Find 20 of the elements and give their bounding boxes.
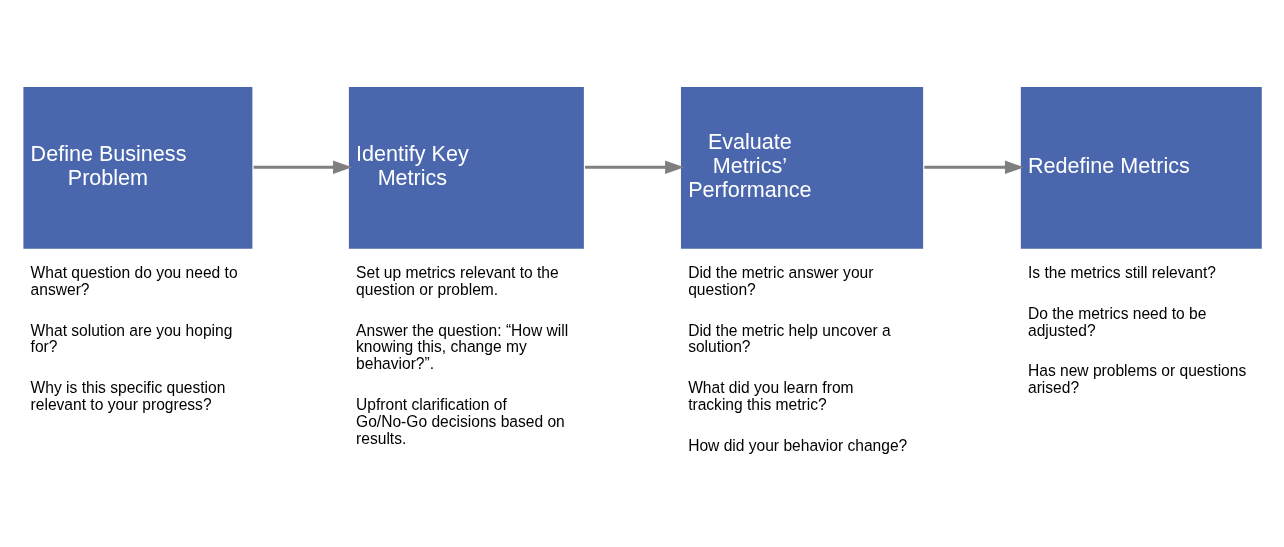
- node-label: Set up metrics relevant to the question or problem.: [356, 263, 559, 298]
- node-box: Redefine Metrics: [1020, 86, 1262, 249]
- node-box: Evaluate Metrics’ Performance: [680, 86, 924, 249]
- node-label: What did you learn from tracking this metric?: [688, 378, 854, 413]
- arrow: [585, 160, 685, 174]
- node-label: Has new problems or questions arised?: [1028, 361, 1247, 396]
- node-label: How did your behavior change?: [688, 436, 908, 454]
- node-label: Why is this specific question relevant to your progress?: [30, 378, 226, 413]
- node-label: Answer the question: “How will knowing this, change my behavior?”.: [356, 321, 569, 372]
- node-label: What question do you need to answer?: [30, 263, 238, 298]
- arrow: [924, 160, 1025, 174]
- node-label: Did the metric help uncover a solution?: [688, 321, 891, 355]
- node-label: Upfront clarification of Go/No-Go decisions based on results.: [356, 395, 565, 447]
- node-label: What solution are you hoping for?: [30, 321, 233, 355]
- node-label: Did the metric answer your question?: [688, 263, 874, 298]
- node-box: Identify Key Metrics: [348, 86, 584, 249]
- node-label: Is the metrics still relevant?: [1028, 263, 1216, 281]
- arrow: [253, 160, 353, 174]
- node-label: Do the metrics need to be adjusted?: [1028, 304, 1207, 339]
- node-box: Define Business Problem: [23, 86, 253, 249]
